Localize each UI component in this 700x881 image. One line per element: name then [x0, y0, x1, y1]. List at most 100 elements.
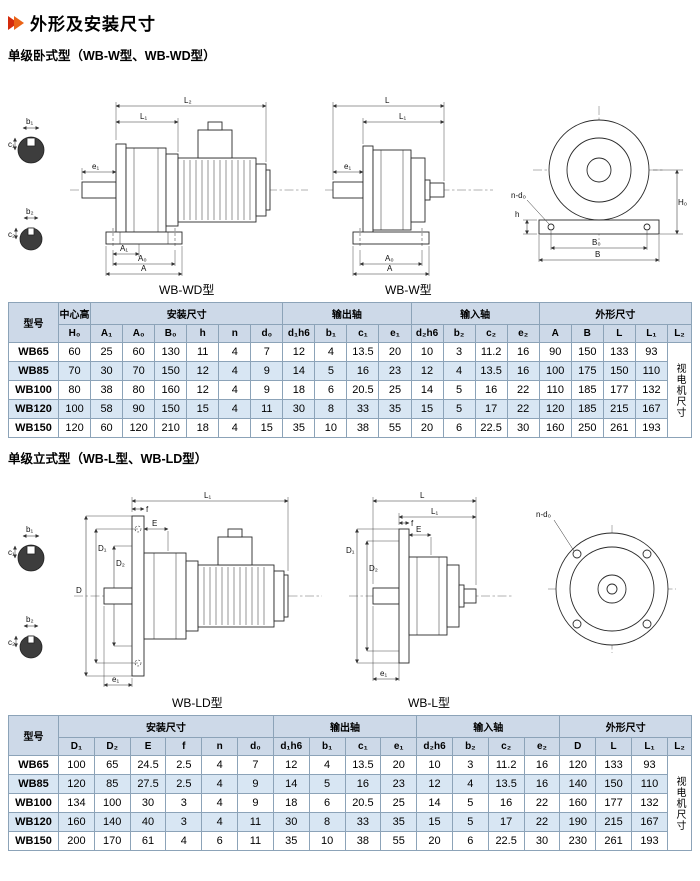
dim-label-a: A [141, 264, 147, 273]
column-header: D₁ [58, 737, 95, 756]
column-header: D [559, 737, 597, 756]
value-cell: 120 [58, 774, 95, 794]
column-header: d₂h6 [410, 324, 444, 343]
dim-label-d2: D₂ [369, 564, 378, 573]
mounting-base [352, 228, 430, 248]
value-cell: 193 [634, 418, 668, 438]
column-header: A [538, 324, 572, 343]
value-cell: 61 [129, 831, 167, 851]
value-cell: 6 [451, 831, 489, 851]
model-cell: WB150 [8, 831, 59, 851]
mounting-base [105, 228, 183, 248]
value-cell: 30 [523, 831, 561, 851]
value-cell: 150 [154, 399, 188, 419]
value-cell: 5 [451, 812, 489, 832]
dim-label-l: L [420, 491, 425, 500]
value-cell: 120 [538, 399, 572, 419]
value-cell: 5 [451, 793, 489, 813]
value-cell: 25 [380, 793, 418, 813]
column-header: d₀ [237, 737, 274, 756]
value-cell: 132 [634, 380, 668, 400]
column-header: c₁ [344, 737, 382, 756]
value-cell: 175 [570, 361, 604, 381]
value-cell: 5 [308, 774, 346, 794]
value-cell: 60 [90, 418, 124, 438]
value-cell: 65 [93, 755, 131, 775]
value-cell: 30 [282, 399, 316, 419]
value-cell: 190 [559, 812, 597, 832]
value-cell: 24.5 [129, 755, 167, 775]
value-cell: 90 [122, 399, 156, 419]
value-cell: 13.5 [474, 361, 508, 381]
dim-label-n-d0: n-d₀ [511, 191, 526, 200]
wb-w-end-view-drawing: n-d₀ h H₀ B₀ B [511, 106, 687, 262]
dimensions: n-d₀ [536, 510, 575, 552]
value-cell: 160 [154, 380, 188, 400]
group-header-row: 型号中心高安装尺寸输出轴输入轴外形尺寸 [8, 302, 693, 343]
value-cell: 22 [523, 793, 561, 813]
column-header: B [570, 324, 604, 343]
value-cell: 7 [250, 342, 284, 362]
value-cell: 100 [58, 755, 95, 775]
value-cell: 20 [378, 342, 412, 362]
housing-end [548, 119, 650, 221]
reducer-housing [362, 145, 426, 237]
column-header: H₀ [57, 324, 92, 343]
value-cell: 38 [90, 380, 124, 400]
value-cell: 5 [442, 399, 476, 419]
value-cell: 177 [602, 380, 636, 400]
value-cell: 16 [506, 342, 540, 362]
value-cell: 150 [602, 361, 636, 381]
section1-subtitle: 单级卧式型（WB-W型、WB-WD型） [8, 49, 216, 63]
flange-end [555, 532, 669, 646]
dim-label-h: h [515, 210, 519, 219]
column-group-header: 输入轴 [416, 715, 561, 738]
value-cell: 13.5 [346, 342, 380, 362]
column-group-header: 安装尺寸 [90, 302, 284, 325]
value-cell: 16 [344, 774, 382, 794]
drawing-label-wb-l: WB-L型 [408, 696, 451, 710]
value-cell: 4 [451, 774, 489, 794]
value-cell: 16 [487, 793, 525, 813]
value-cell: 22 [506, 399, 540, 419]
dim-label-e: E [152, 519, 157, 528]
value-cell: 85 [93, 774, 131, 794]
l2-note-cell: 视电机尺寸 [666, 342, 693, 438]
value-cell: 160 [58, 812, 95, 832]
value-cell: 16 [346, 361, 380, 381]
value-cell: 12 [282, 342, 316, 362]
value-cell: 9 [237, 793, 274, 813]
output-shaft [332, 181, 364, 199]
value-cell: 167 [634, 399, 668, 419]
column-header: b₂ [442, 324, 476, 343]
value-cell: 25 [90, 342, 124, 362]
value-cell: 177 [595, 793, 632, 813]
chevron-shape [14, 15, 24, 30]
horizontal-type-drawings: b₁ c₁ b₂ c₂ [8, 68, 692, 280]
output-shaft [103, 587, 133, 605]
column-group-header: 输入轴 [410, 302, 540, 325]
value-cell: 140 [559, 774, 597, 794]
column-header: e₁ [380, 737, 418, 756]
model-cell: WB100 [8, 380, 59, 400]
dim-label-a: A [387, 264, 393, 273]
model-cell: WB85 [8, 361, 59, 381]
column-header: L [602, 324, 636, 343]
shaft-keyway-detail-drawing: b₁ c₁ b₂ c₂ [8, 525, 45, 659]
value-cell: 13.5 [487, 774, 525, 794]
value-cell: 22.5 [487, 831, 525, 851]
value-cell: 30 [90, 361, 124, 381]
column-header: L₂ [667, 737, 692, 756]
dim-label-l1: L₁ [399, 112, 406, 121]
dimensions: n-d₀ h H₀ B₀ B [511, 169, 687, 262]
vertical-type-drawings: b₁ c₁ b₂ c₂ [8, 471, 692, 693]
value-cell: 9 [250, 361, 284, 381]
column-header: A₁ [90, 324, 124, 343]
dim-label-b0: B₀ [592, 238, 601, 247]
dim-label-d: D [76, 586, 82, 595]
column-group-header: 型号 [8, 715, 59, 756]
reducer-housing [408, 556, 460, 636]
